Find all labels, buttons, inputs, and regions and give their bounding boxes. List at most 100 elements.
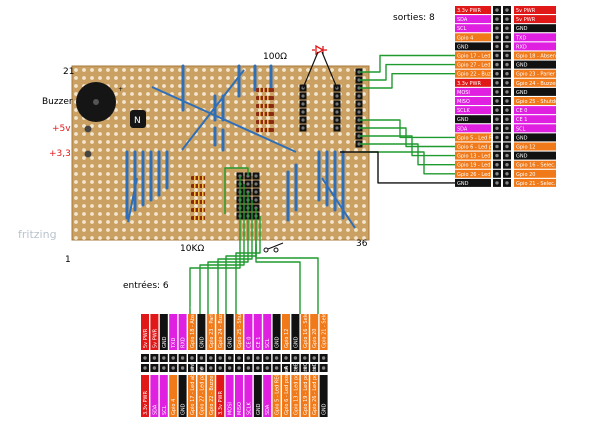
stripboard bbox=[71, 65, 370, 241]
board-pin-center bbox=[335, 102, 339, 106]
gpio-pin-center bbox=[321, 366, 326, 370]
board-pin-center bbox=[301, 126, 305, 130]
gpio-right-right-text: GND bbox=[516, 63, 528, 69]
gpio-bottom-top-label bbox=[206, 314, 215, 350]
gpio-pin-center bbox=[321, 356, 326, 360]
gpio-bottom-bottom-label bbox=[263, 375, 272, 417]
gpio-pin-center bbox=[495, 117, 499, 121]
gpio-pin-center bbox=[218, 356, 222, 360]
resistor-band bbox=[194, 208, 196, 212]
gpio-right-right-label bbox=[514, 69, 556, 78]
resistor-band bbox=[194, 200, 196, 204]
gpio-pin-center bbox=[303, 366, 307, 370]
gpio-bottom-top-label bbox=[169, 314, 178, 350]
blue-trace-diagonal bbox=[151, 86, 297, 153]
gpio-pin-center bbox=[218, 366, 222, 370]
resistor-band bbox=[259, 120, 261, 124]
blue-trace-diagonal bbox=[181, 69, 245, 151]
resistor bbox=[256, 96, 274, 100]
gpio-right-right-text: CE 0 bbox=[516, 108, 527, 114]
gpio-bottom-top-label bbox=[272, 314, 281, 350]
gpio-right-right-text: GND bbox=[516, 26, 528, 32]
wires bbox=[189, 51, 455, 314]
gpio-pin-center bbox=[505, 17, 509, 21]
resistor-band bbox=[194, 192, 196, 196]
resistor-band bbox=[198, 176, 200, 180]
gpio-bottom-top-label bbox=[225, 314, 234, 350]
gpio-pin-center bbox=[209, 366, 213, 370]
gpio-pin-center bbox=[505, 126, 509, 130]
gpio-pin-center bbox=[303, 356, 307, 360]
resistor-band bbox=[198, 192, 200, 196]
gpio-pin-center bbox=[505, 62, 509, 67]
resistor-band bbox=[263, 96, 265, 100]
gpio-right-right-label bbox=[514, 87, 556, 96]
board-pin-center bbox=[357, 110, 361, 114]
gpio-pin-center bbox=[495, 181, 499, 185]
board-pin-center bbox=[246, 182, 250, 186]
gpio-right-right-text: Gpio 23 - Parler bbox=[516, 72, 556, 78]
gpio-right-left-label bbox=[455, 106, 491, 115]
gpio-pin-center bbox=[190, 366, 194, 370]
gpio-bottom-top-text: 5v PWR bbox=[152, 328, 158, 348]
gpio-bottom-bottom-text: Gpio 22 - Buzzer bbox=[209, 373, 215, 415]
gpio-pin-center bbox=[495, 153, 499, 158]
gpio-pin-center bbox=[495, 163, 499, 167]
gpio-bottom-bottom-label bbox=[300, 375, 309, 417]
gpio-pin-center bbox=[495, 17, 499, 21]
gpio-bottom-top-label bbox=[300, 314, 309, 350]
gpio-pin-center bbox=[505, 99, 509, 103]
gpio-right-left-label bbox=[455, 115, 491, 124]
gpio-bottom-bottom-text: Gpio 6 - Led posteA bbox=[284, 365, 290, 415]
gpio-bottom-bottom-label bbox=[206, 375, 215, 417]
gpio-bottom-bottom-text: GND bbox=[181, 403, 187, 415]
gpio-right-left-text: Gpio 5 - Led REC bbox=[457, 135, 499, 141]
gpio-right-left-label bbox=[455, 69, 491, 78]
gpio-right-left-label bbox=[455, 160, 491, 169]
gpio-bottom-top-label bbox=[263, 314, 272, 350]
gpio-pin-center bbox=[143, 356, 147, 360]
gpio-pin-center bbox=[495, 44, 499, 49]
gpio-right-right-label bbox=[514, 106, 556, 115]
resistor-band bbox=[259, 96, 261, 100]
gpio-bottom-bottom-label bbox=[310, 375, 319, 417]
resistor-band bbox=[267, 96, 269, 100]
plus5v-terminal bbox=[84, 125, 92, 133]
wire bbox=[340, 151, 455, 184]
gpio-right-right-text: SCL bbox=[516, 126, 526, 132]
switch-icon bbox=[263, 242, 284, 253]
resistor-group bbox=[191, 88, 274, 220]
gpio-right-left-text: 3.3v PWR bbox=[457, 81, 481, 87]
gpio-right-right-label bbox=[514, 115, 556, 124]
gpio-pin-center bbox=[162, 366, 166, 370]
gpio-pin-center bbox=[495, 72, 499, 76]
gpio-pin-center bbox=[171, 356, 175, 360]
gpio-right-left-text: Gpio 22 - Buzzer bbox=[457, 72, 499, 78]
gpio-right-right-label bbox=[514, 142, 556, 151]
resistor-band bbox=[267, 112, 269, 116]
resistor-band bbox=[202, 184, 204, 188]
gpio-bottom-bottom-text: Gpio 27 - Led parle bbox=[199, 367, 205, 415]
gpio-pin-center bbox=[505, 163, 509, 167]
resistor-band bbox=[202, 200, 204, 204]
gpio-bottom-bottom-label bbox=[169, 375, 178, 417]
gpio-bottom-bottom-label bbox=[216, 375, 225, 417]
gpio-pin-center bbox=[495, 90, 499, 94]
gpio-bottom-bottom-text: 3.3v PWR bbox=[143, 391, 149, 415]
gpio-right-right-label bbox=[514, 33, 556, 42]
gpio-bottom-top-text: GND bbox=[228, 336, 234, 348]
gpio-pin-center bbox=[256, 356, 260, 360]
board-pin-center bbox=[254, 174, 258, 178]
gpio-right-left-text: Gpio 4 bbox=[457, 35, 473, 41]
gpio-pin-center bbox=[495, 135, 499, 140]
wire bbox=[199, 184, 245, 314]
wire bbox=[224, 167, 249, 214]
outputs-heading: sorties: 8 bbox=[393, 13, 435, 23]
gpio-right-left-text: SDA bbox=[457, 126, 468, 132]
gpio-pin-center bbox=[505, 153, 509, 158]
gpio-pin-center bbox=[152, 366, 157, 370]
gpio-bottom-top-label bbox=[197, 314, 206, 350]
gpio-bottom-bottom-text: SDA bbox=[265, 404, 271, 415]
gpio-right-left-text: Gpio 6 - Led posteA bbox=[457, 145, 507, 151]
